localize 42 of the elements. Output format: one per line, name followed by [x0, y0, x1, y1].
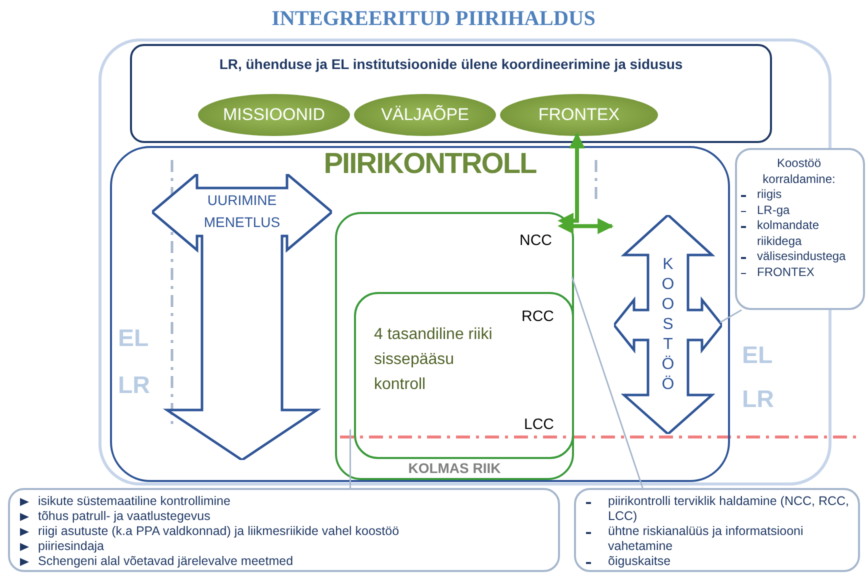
list-item: riigi asutuste (k.a PPA valdkonnad) ja liikmesriikide vahel koostöö — [38, 524, 400, 539]
callout-box — [8, 488, 560, 572]
body-text: 4 tasandiline riiki sissepääsu kontroll — [374, 325, 494, 395]
leader-line — [720, 309, 742, 324]
double-arrow-shape — [614, 215, 722, 434]
list-item: piiriesindaja — [38, 539, 104, 554]
heading-text: Koostöö korraldamine: — [762, 156, 836, 187]
list-item: LR-ga — [757, 202, 790, 218]
ellipse-label: FRONTEX — [538, 105, 620, 125]
ellipse-label: MISSIOONID — [222, 105, 325, 125]
region-label: EL — [742, 342, 773, 370]
ellipse-label: VÄLJAÕPE — [381, 105, 469, 125]
region-label: EL — [118, 325, 149, 353]
region-label: LR — [118, 372, 150, 400]
callout-box — [574, 488, 860, 572]
level-box — [354, 292, 574, 459]
list-item: õiguskaitse — [608, 554, 671, 569]
leader-line — [571, 276, 644, 488]
list-item: piirikontrolli terviklik haldamine (NCC, RCC, LCC) — [608, 494, 850, 524]
leader-line — [349, 429, 351, 488]
title: INTEGREERITUD PIIRIHALDUS — [270, 6, 596, 31]
double-arrow-shape — [152, 174, 332, 460]
list-item: Schengeni alal võetavad järelevalve meetmed — [38, 554, 294, 569]
list-item: riigis — [757, 187, 782, 202]
coordination-panel — [130, 44, 772, 143]
list-item: FRONTEX — [757, 264, 814, 280]
callout-box — [735, 148, 865, 310]
level-box — [335, 212, 574, 480]
list-item: tõhus patrull- ja vaatlustegevus — [38, 509, 210, 524]
arrow-label: UURIMINE MENETLUS — [202, 191, 282, 232]
arrow — [558, 218, 614, 234]
level-label: RCC — [522, 308, 554, 325]
heading-text: LR, ühenduse ja EL institutsioonide ülene koordineerimine ja sidusus — [218, 56, 684, 72]
level-label: KOLMAS RIIK — [407, 460, 502, 476]
region-label: LR — [742, 386, 774, 414]
list-item: isikute süstemaatiline kontrollimine — [38, 494, 230, 509]
level-label: NCC — [520, 232, 552, 249]
level-label: LCC — [524, 416, 554, 433]
arrow-label: KOOSTÖÖ — [660, 255, 676, 395]
border-control-panel — [110, 146, 730, 482]
heading-text: PIIRIKONTROLL — [322, 148, 538, 181]
list-item: välisesindustega — [757, 249, 846, 264]
